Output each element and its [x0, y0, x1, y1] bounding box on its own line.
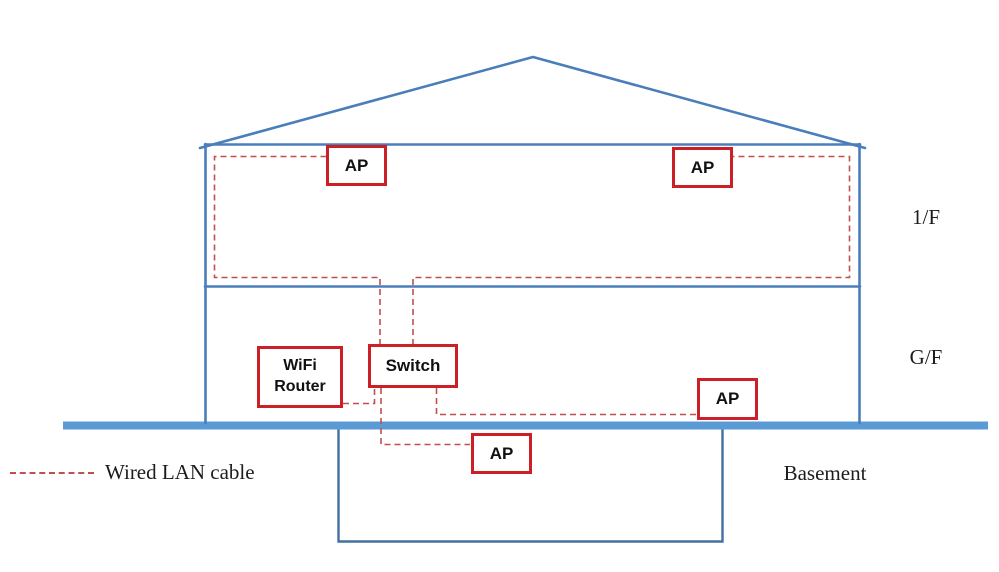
wifi-router-box: WiFi Router	[257, 346, 343, 408]
ap-box-ground-floor: AP	[697, 378, 758, 420]
wifi-router-label: WiFi Router	[274, 356, 326, 398]
ap-label: AP	[690, 157, 715, 177]
cable-switch-to-first-floor-right-ap	[412, 155, 851, 345]
floor-label-ground-floor: G/F	[909, 345, 943, 369]
ap-label: AP	[715, 389, 740, 409]
ap-label: AP	[344, 155, 369, 175]
floor-label-basement: Basement	[783, 461, 867, 485]
wired-lan-cable-dash-sample	[10, 471, 94, 474]
ap-box-first-floor-left: AP	[326, 145, 387, 186]
roof-outline	[198, 55, 867, 150]
ap-box-first-floor-right: AP	[672, 147, 733, 188]
cable-router-to-switch	[343, 389, 376, 405]
cable-switch-to-ground-floor-ap	[435, 388, 696, 416]
basement-outline	[337, 424, 724, 543]
wifi-router-label-line1: WiFi	[283, 357, 317, 375]
cable-switch-to-basement-ap	[380, 388, 470, 446]
legend-label: Wired LAN cable	[105, 460, 255, 484]
cable-switch-to-first-floor-left-ap	[213, 155, 381, 345]
legend: Wired LAN cable	[10, 460, 255, 485]
floor-label-first-floor: 1/F	[911, 205, 940, 229]
ap-label: AP	[489, 443, 514, 463]
ground-line	[63, 421, 988, 430]
wifi-router-label-line2: Router	[274, 378, 326, 395]
switch-label: Switch	[385, 356, 441, 376]
ap-box-basement: AP	[471, 433, 532, 474]
switch-box: Switch	[368, 344, 458, 388]
